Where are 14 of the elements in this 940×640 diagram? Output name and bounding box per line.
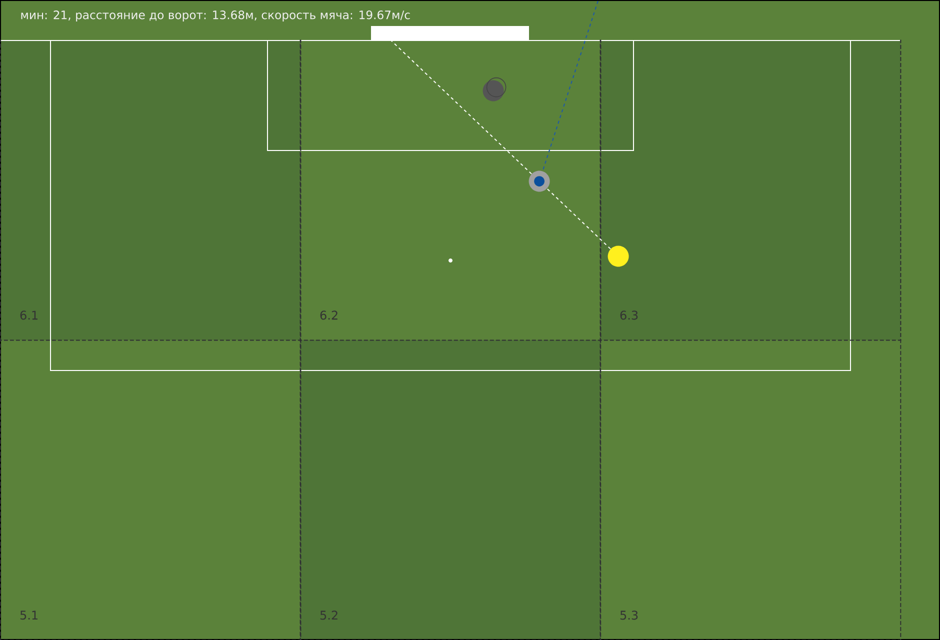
zone: 5.1	[0, 339, 302, 640]
dashed-line	[546, 188, 612, 250]
goal	[371, 26, 529, 40]
zone: 6.1	[0, 39, 302, 341]
player-marker	[608, 246, 629, 267]
zone: 6.2	[300, 39, 602, 341]
dashed-line	[390, 40, 532, 174]
dashed-line	[542, 0, 598, 172]
status-text: мин: 21, расстояние до ворот: 13.68м, скорость мяча: 19.67м/с	[21, 10, 410, 22]
ball-marker	[528, 170, 550, 192]
player-marker	[482, 77, 506, 102]
zone: 5.3	[600, 339, 902, 640]
zone: 5.2	[300, 339, 602, 640]
zone: 6.3	[600, 39, 902, 341]
